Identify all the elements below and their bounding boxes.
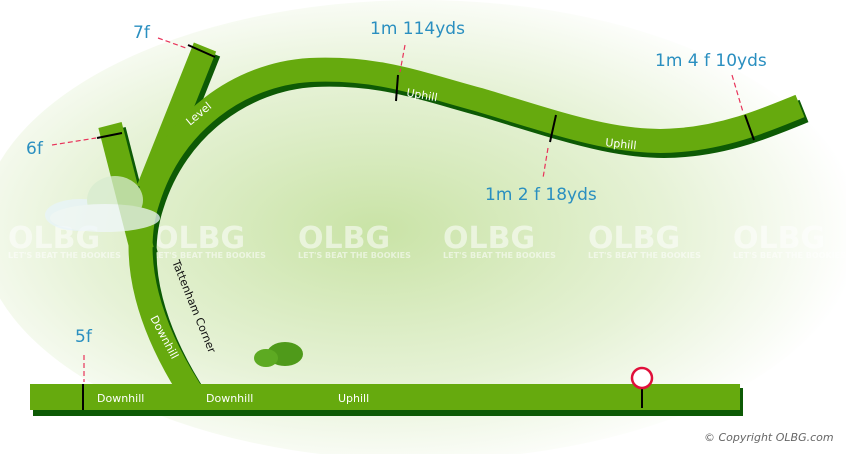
label-1m-2f-18yds: 1m 2 f 18yds [485, 185, 597, 205]
label-7f: 7f [133, 23, 151, 43]
distance-markers [82, 44, 755, 410]
watermark-tagline: LET'S BEAT THE BOOKIES [298, 251, 411, 260]
leader-lines [51, 37, 744, 382]
label-1m-4f-10yds: 1m 4 f 10yds [655, 51, 767, 71]
watermark-tagline: LET'S BEAT THE BOOKIES [153, 251, 266, 260]
main-bend [128, 57, 805, 405]
watermark-tagline: LET'S BEAT THE BOOKIES [8, 251, 121, 260]
watermark-tagline: LET'S BEAT THE BOOKIES [588, 251, 701, 260]
label-uphill-1: Uphill [405, 86, 438, 104]
label-6f: 6f [26, 139, 44, 159]
label-downhill-2: Downhill [206, 392, 253, 405]
label-downhill-1: Downhill [97, 392, 144, 405]
watermark-brand: OLBG [588, 221, 680, 256]
watermark-tagline: LET'S BEAT THE BOOKIES [733, 251, 846, 260]
watermark-tagline: LET'S BEAT THE BOOKIES [443, 251, 556, 260]
watermark-brand: OLBG [153, 221, 245, 256]
label-uphill-straight: Uphill [338, 392, 369, 405]
finish-post-icon [630, 366, 654, 390]
label-5f: 5f [75, 327, 93, 347]
bush-icon [254, 342, 303, 367]
watermark-brand: OLBG [733, 221, 825, 256]
home-straight [30, 384, 740, 410]
copyright: © Copyright OLBG.com [704, 431, 834, 444]
watermark-brand: OLBG [443, 221, 535, 256]
label-1m-114yds: 1m 114yds [370, 19, 465, 39]
label-uphill-2: Uphill [605, 136, 637, 152]
watermark-brand: OLBG [298, 221, 390, 256]
cloud-icon [45, 176, 160, 232]
